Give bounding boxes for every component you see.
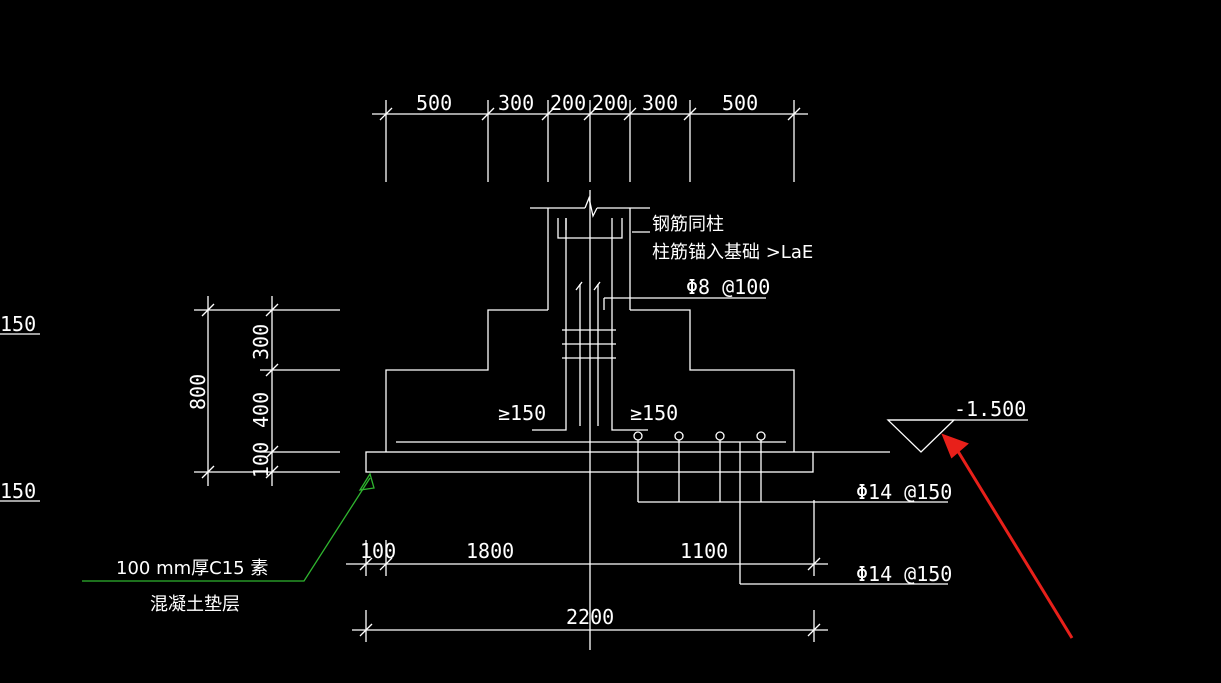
bottom-dim-middle: 1800 [466,539,514,563]
cushion-note-line2: 混凝土垫层 [150,594,240,615]
elevation-marker: -1.500 [886,397,1028,453]
stepped-footing [385,309,795,452]
bottom-dimension-chain: 100 1800 1100 2200 [346,500,828,642]
column-rebar [532,218,648,431]
bar-note-top: Φ14 @150 [856,480,952,504]
rebar-notes: 钢筋同柱 柱筋锚入基础 >LaE Φ8 @100 ≥150 ≥150 Φ14 @… [498,214,952,586]
cushion-note-line1: 100 mm厚C15 素 [116,558,268,579]
top-dim-5: 300 [642,91,678,115]
top-dim-6: 500 [722,91,758,115]
left-dim-upper: 300 [249,324,273,360]
left-dimension-chain: 800 300 400 100 [186,296,340,486]
top-dim-4: 200 [592,91,628,115]
top-dim-3: 200 [550,91,586,115]
left-dim-middle: 400 [249,392,273,428]
top-dim-1: 500 [416,91,452,115]
bottom-dim-left: 100 [360,539,396,563]
left-dim-total: 800 [186,374,210,410]
left-edge-mark-1: 150 [0,312,36,336]
bottom-dim-right: 1100 [680,539,728,563]
anchor-note-left: ≥150 [498,401,546,425]
elevation-label: -1.500 [954,397,1026,421]
left-dim-lower: 100 [249,442,273,478]
stirrup-note: Φ8 @100 [686,275,770,299]
left-edge-marks: 150 150 [0,312,40,503]
cushion-note: 100 mm厚C15 素 混凝土垫层 [82,472,375,615]
rebar-note-line1: 钢筋同柱 [652,214,724,235]
bar-note-bottom: Φ14 @150 [856,562,952,586]
top-dimension-chain: 500 300 200 200 300 500 [372,91,808,182]
anchor-note-right: ≥150 [630,401,678,425]
cushion-layer [365,451,890,473]
top-dim-2: 300 [498,91,534,115]
left-edge-mark-2: 150 [0,479,36,503]
red-pointer-arrow [941,433,1074,639]
bottom-dim-total: 2200 [566,605,614,629]
rebar-note-line2: 柱筋锚入基础 >LaE [652,242,813,263]
slab-rebar [396,431,786,584]
column-outline [530,190,650,650]
callout-leaders [603,231,948,585]
